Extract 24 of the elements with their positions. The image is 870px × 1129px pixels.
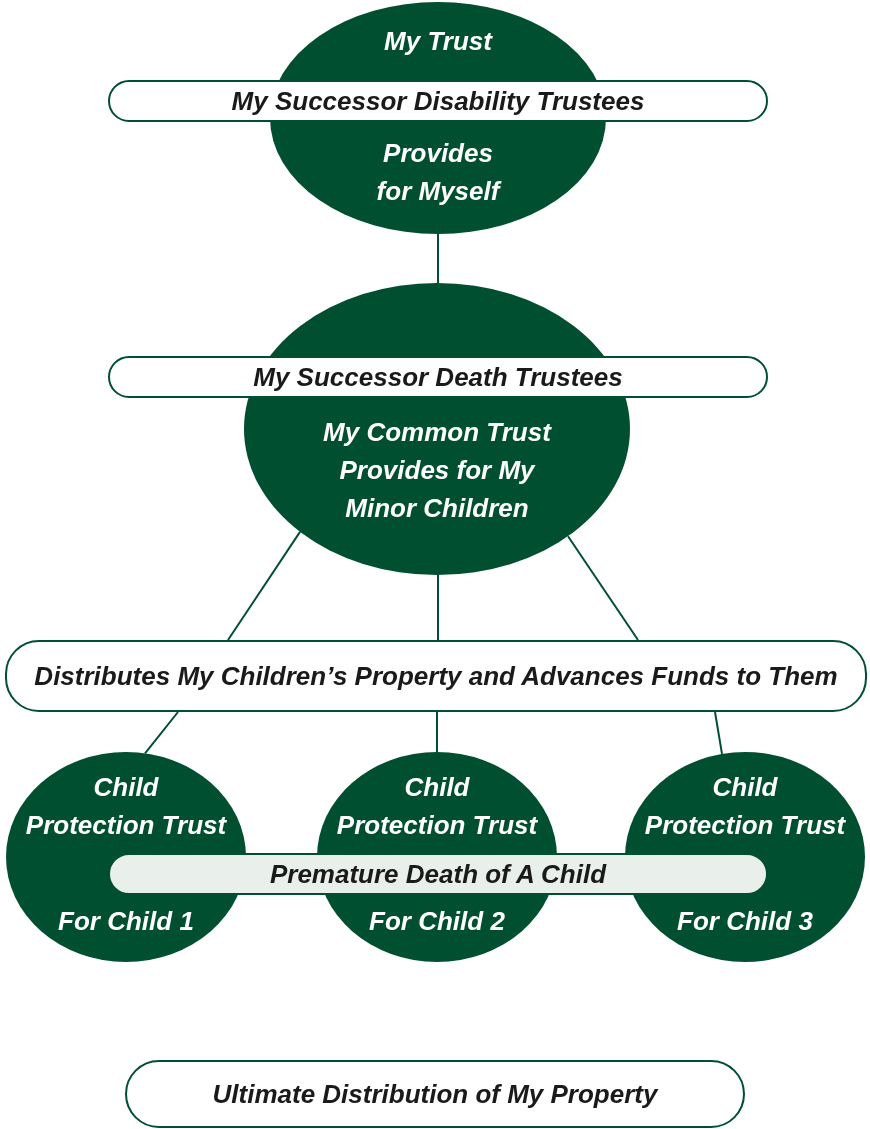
node-text: For Child 2 xyxy=(368,905,506,938)
node-text: Premature Death of A Child xyxy=(269,858,607,890)
rounded-band xyxy=(108,80,768,122)
node-text: For Child 1 xyxy=(57,905,195,938)
node-text: My Common Trust Provides for My Minor Children xyxy=(322,416,553,525)
connector-line xyxy=(436,711,438,753)
node-text: Ultimate Distribution of My Property xyxy=(212,1078,658,1110)
node-text: Child Protection Trust xyxy=(643,771,847,842)
connector-line xyxy=(714,711,723,755)
connector-line xyxy=(227,530,301,641)
rounded-band xyxy=(5,640,867,712)
connector-line xyxy=(567,535,639,641)
node-text: Distributes My Children’s Property and Advances Funds to Them xyxy=(34,660,838,692)
rounded-band xyxy=(108,356,768,398)
connector-line xyxy=(437,574,439,641)
connector-line xyxy=(437,233,439,284)
node-text: My Trust xyxy=(383,25,494,58)
connector-line xyxy=(144,711,179,755)
node-text: Child Protection Trust xyxy=(24,771,228,842)
node-text: Child Protection Trust xyxy=(335,771,539,842)
node-text: My Successor Death Trustees xyxy=(253,361,623,393)
node-text: My Successor Disability Trustees xyxy=(231,85,645,117)
node-text: Provides for Myself xyxy=(375,137,503,208)
node-text: For Child 3 xyxy=(676,905,814,938)
